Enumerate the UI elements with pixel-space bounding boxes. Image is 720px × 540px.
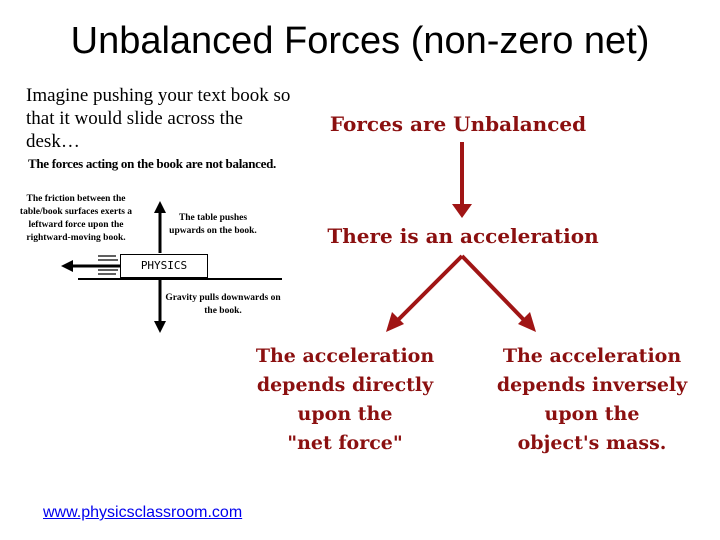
diagram-caption: The forces acting on the book are not ba… xyxy=(28,156,276,171)
source-link[interactable]: www.physicsclassroom.com xyxy=(43,504,243,521)
flow-unbalanced: Forces are Unbalanced xyxy=(329,112,587,136)
flow-left-line: depends directly xyxy=(256,374,434,396)
normal-force-arrowhead xyxy=(154,201,166,213)
flow-left-line: The acceleration xyxy=(255,345,435,367)
arrow-to-direct-head xyxy=(386,312,404,332)
flow-right-line: object's mass. xyxy=(517,432,667,454)
gravity-arrowhead xyxy=(154,321,166,333)
flow-inverse-dependence: The acceleration depends inversely upon … xyxy=(482,342,702,458)
flowchart-arrows xyxy=(386,142,536,332)
gravity-note: Gravity pulls downwards on the book. xyxy=(165,293,281,316)
flow-left-line: "net force" xyxy=(287,432,403,454)
motion-lines xyxy=(98,255,118,275)
friction-note: The friction between the table/book surf… xyxy=(19,194,133,243)
arrow-to-acceleration-head xyxy=(452,204,472,218)
arrow-to-inverse xyxy=(460,254,526,322)
intro-text: Imagine pushing your text book so that i… xyxy=(26,85,291,152)
flow-right-line: upon the xyxy=(544,403,640,425)
physics-book: PHYSICS xyxy=(120,254,208,278)
slide-title: Unbalanced Forces (non-zero net) xyxy=(70,20,650,62)
flow-acceleration: There is an acceleration xyxy=(327,224,599,248)
arrow-to-inverse-head xyxy=(518,312,536,332)
arrow-to-direct xyxy=(396,254,464,322)
flow-direct-dependence: The acceleration depends directly upon t… xyxy=(240,342,450,458)
flow-left-line: upon the xyxy=(297,403,393,425)
flow-right-line: The acceleration xyxy=(502,345,682,367)
friction-arrowhead xyxy=(61,260,73,272)
flow-right-line: depends inversely xyxy=(496,374,688,396)
normal-force-note: The table pushes upwards on the book. xyxy=(169,213,257,236)
